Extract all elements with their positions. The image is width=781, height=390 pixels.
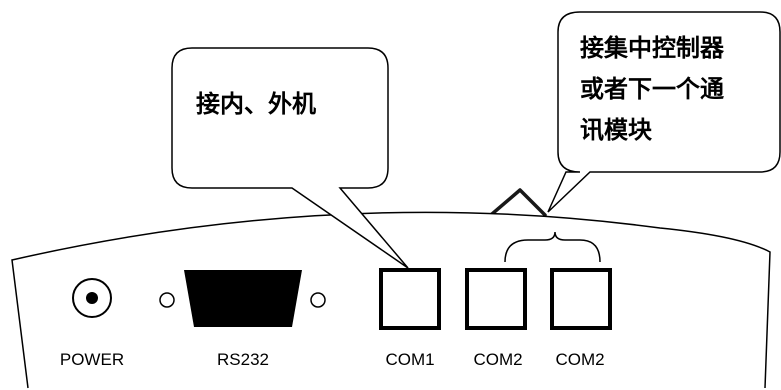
power-label: POWER — [60, 350, 124, 369]
com2-label-second: COM2 — [555, 350, 604, 369]
com2-port-second — [550, 268, 612, 330]
right-callout-bubble — [547, 11, 781, 213]
com2-port-first — [465, 268, 527, 330]
right-callout-line-1: 接集中控制器 — [580, 34, 725, 62]
right-callout-line-2: 或者下一个通 — [580, 75, 724, 103]
com2-label-first: COM2 — [473, 350, 522, 369]
right-callout-line-3: 讯模块 — [580, 116, 652, 144]
rs232-label: RS232 — [217, 350, 269, 369]
com1-port — [379, 268, 441, 330]
power-jack — [72, 278, 112, 318]
rs232-connector — [159, 270, 326, 327]
com2-brace — [504, 231, 601, 263]
left-callout-line-1: 接内、外机 — [196, 90, 316, 118]
left-callout-bubble — [171, 47, 409, 269]
com1-label: COM1 — [385, 350, 434, 369]
